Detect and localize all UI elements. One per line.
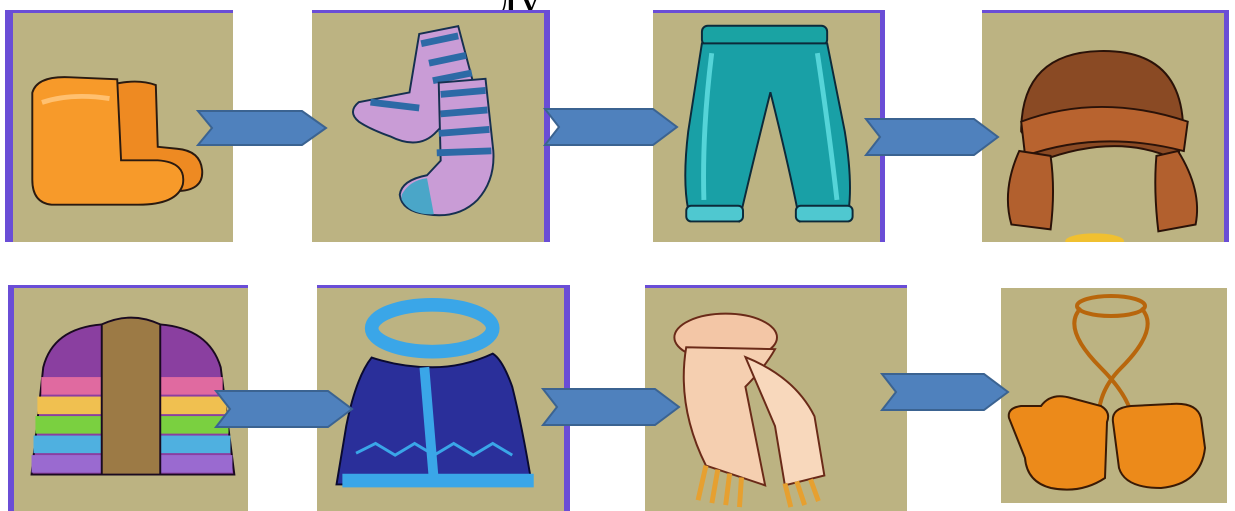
- card-socks: [312, 10, 550, 242]
- mittens-icon: [1001, 288, 1227, 503]
- arrow-2-to-3: [541, 107, 681, 147]
- card-scarf: [645, 285, 907, 511]
- arrow-1-to-2: [194, 109, 330, 147]
- card-pants: [653, 10, 885, 242]
- arrow-7-to-8: [878, 372, 1012, 412]
- arrow-3-to-4: [862, 117, 1002, 157]
- card-fur-hat: [982, 10, 1229, 242]
- arrow-6-to-7: [539, 387, 683, 427]
- scarf-icon: [645, 288, 907, 511]
- arrow-5-to-6: [212, 389, 356, 429]
- card-mittens: [1001, 288, 1227, 503]
- fur-hat-icon: [982, 13, 1224, 242]
- socks-icon: [312, 13, 544, 242]
- pants-icon: [653, 13, 880, 242]
